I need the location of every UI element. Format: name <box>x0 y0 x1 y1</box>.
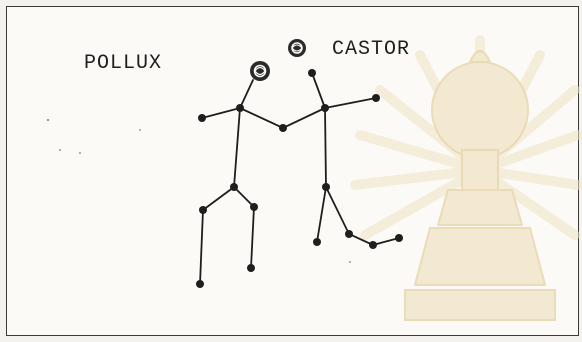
pollux-knee-left-star <box>199 206 207 214</box>
pollux-arm-left-line <box>202 108 240 118</box>
castor-arm-right-line <box>325 98 376 108</box>
pollux-shoulder-star <box>236 104 244 112</box>
pollux-knee-right-star <box>250 203 258 211</box>
pollux-foot-right-star <box>247 264 255 272</box>
pollux-body-line <box>234 108 240 187</box>
pollux-label: POLLUX <box>84 52 162 75</box>
castor-right-leg-line <box>326 187 399 245</box>
pollux-hand-left-star <box>198 114 206 122</box>
castor-foot-left-star <box>313 238 321 246</box>
shared-hand-star <box>279 124 287 132</box>
castor-foot-right-star <box>395 234 403 242</box>
pollux-hip-star <box>230 183 238 191</box>
pollux-right-leg-line <box>234 187 254 268</box>
castor-ankle-star <box>369 241 377 249</box>
castor-label: CASTOR <box>332 38 410 61</box>
castor-shoulder-star <box>321 104 329 112</box>
castor-head-icon <box>288 39 306 57</box>
castor-neck-star <box>308 69 316 77</box>
pollux-arm-right-line <box>240 108 283 128</box>
pollux-left-leg-line <box>200 187 234 284</box>
pollux-head-icon <box>250 61 270 81</box>
pollux-foot-left-star <box>196 280 204 288</box>
castor-left-leg-line <box>317 187 326 242</box>
castor-knee-right-star <box>345 230 353 238</box>
castor-body-line <box>325 108 326 187</box>
castor-hand-right-star <box>372 94 380 102</box>
castor-neck-line <box>312 73 325 108</box>
castor-hip-star <box>322 183 330 191</box>
castor-arm-left-line <box>283 108 325 128</box>
pollux-neck-line <box>240 80 253 108</box>
